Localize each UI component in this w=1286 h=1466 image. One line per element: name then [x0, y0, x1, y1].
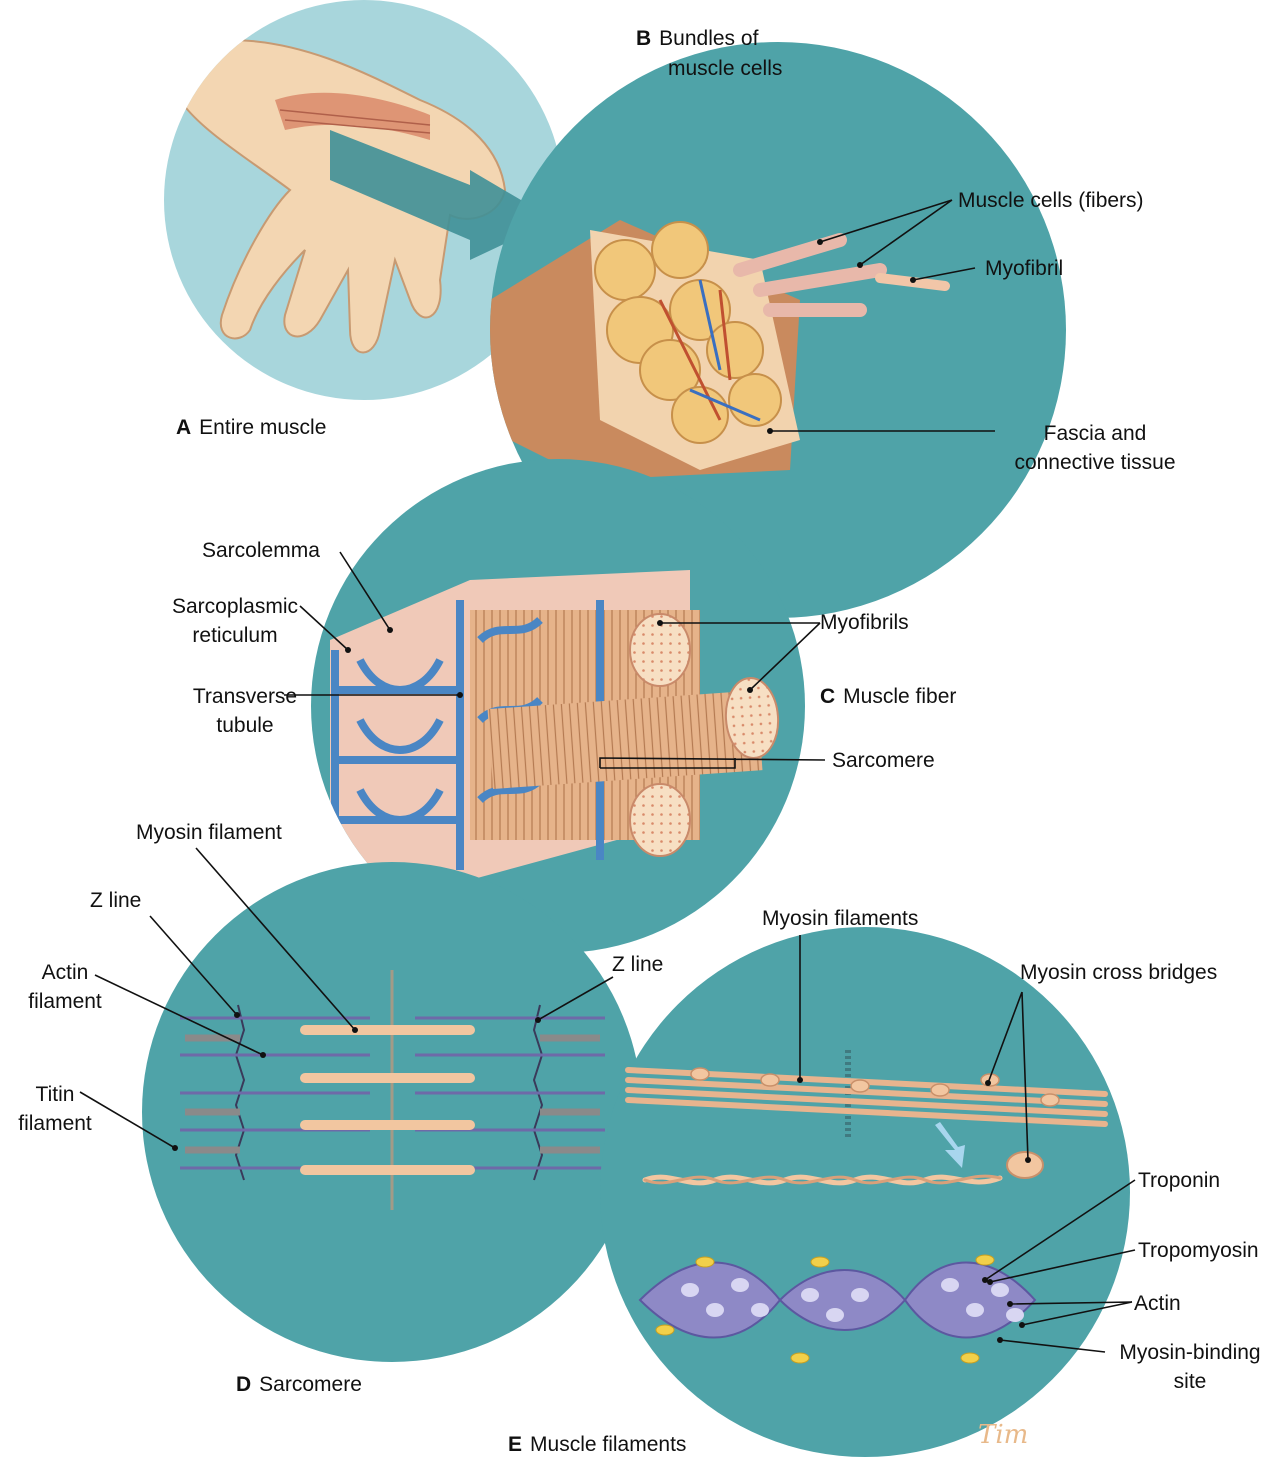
label-muscle-cells: Muscle cells (fibers) [958, 186, 1144, 215]
panel-e-circle [600, 927, 1130, 1457]
label-z-line-right: Z line [612, 950, 663, 979]
label-actin-filament: Actin filament [10, 958, 120, 1016]
myofibril-end-bottom [630, 784, 690, 856]
label-myofibrils: Myofibrils [820, 608, 909, 637]
label-sarcolemma: Sarcolemma [202, 536, 320, 565]
label-transverse-tubule: Transverse tubule [170, 682, 320, 740]
label-actin: Actin [1134, 1289, 1181, 1318]
artist-signature: Tim [978, 1420, 1028, 1450]
myosin-head [1007, 1152, 1043, 1178]
label-myofibril: Myofibril [985, 254, 1063, 283]
label-fascia: Fascia and connective tissue [960, 419, 1230, 477]
label-troponin: Troponin [1138, 1166, 1220, 1195]
panel-b-title-line2: muscle cells [668, 54, 782, 83]
label-myosin-cross-bridges: Myosin cross bridges [1020, 958, 1217, 987]
label-z-line-left: Z line [90, 886, 141, 915]
panel-d-circle [142, 862, 642, 1362]
label-myosin-filaments: Myosin filaments [762, 904, 918, 933]
label-sarcoplasmic-reticulum: Sarcoplasmic reticulum [150, 592, 320, 650]
label-myosin-binding-site: Myosin-binding site [1100, 1338, 1280, 1396]
label-tropomyosin: Tropomyosin [1138, 1236, 1259, 1265]
label-myosin-filament: Myosin filament [136, 818, 282, 847]
label-titin-filament: Titin filament [0, 1080, 110, 1138]
label-sarcomere: Sarcomere [832, 746, 935, 775]
